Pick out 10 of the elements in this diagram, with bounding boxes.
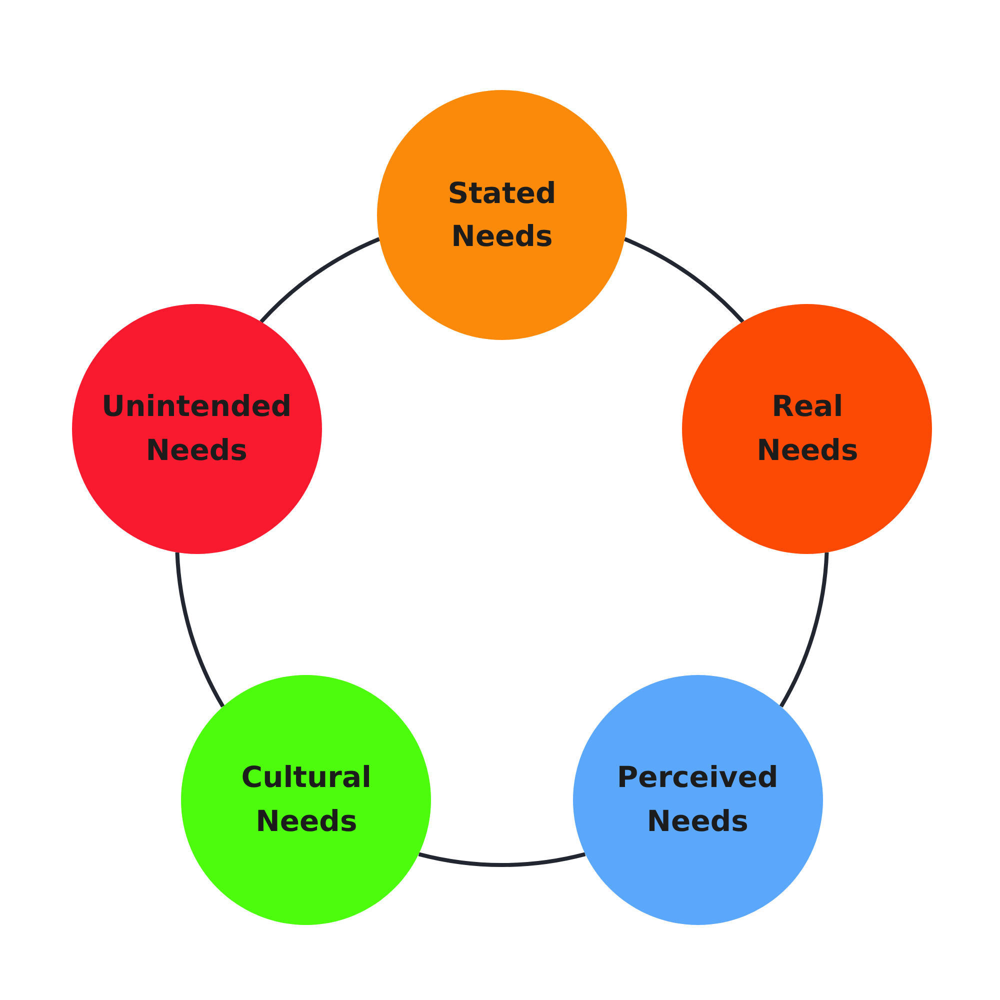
connector-arc <box>175 552 225 708</box>
circle-label: Real Needs <box>756 388 858 469</box>
connector-arc <box>260 237 380 324</box>
connector-arc <box>418 852 586 867</box>
circle-label: Stated Needs <box>448 174 556 255</box>
connector-arc <box>779 552 829 708</box>
connector-arc <box>624 237 744 324</box>
circle-label: Perceived Needs <box>616 759 778 840</box>
circle-label: Unintended Needs <box>102 388 292 469</box>
circle-label: Cultural Needs <box>241 759 372 840</box>
